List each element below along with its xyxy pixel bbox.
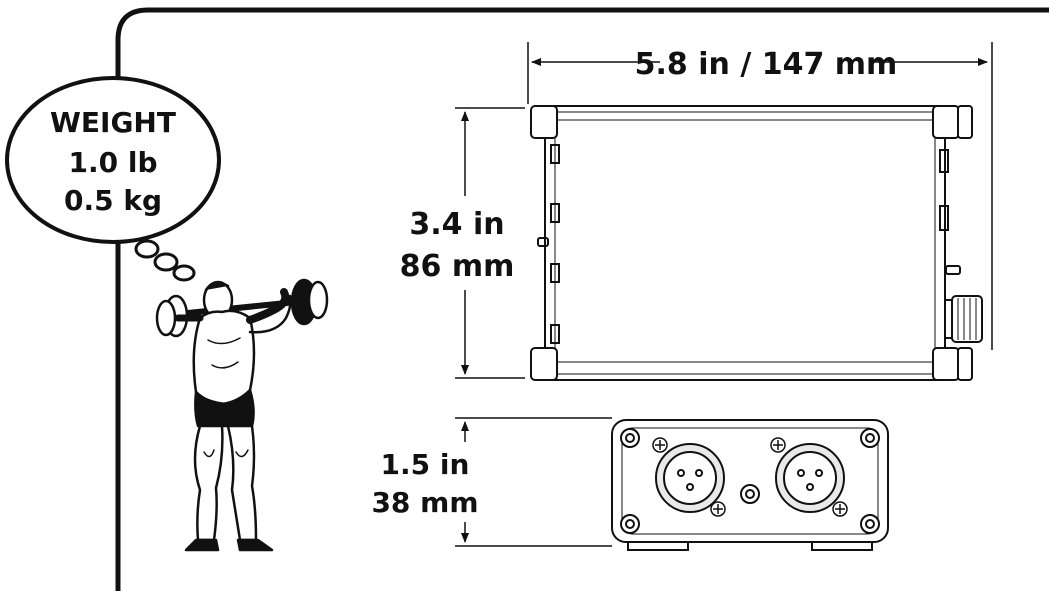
xlr-connector-icon: [775, 443, 845, 513]
depth-dimension: 1.5 in 38 mm: [371, 417, 612, 547]
xlr-connector-icon: [655, 443, 725, 513]
height-label-mm: 86 mm: [400, 249, 515, 284]
width-label: 5.8 in / 147 mm: [635, 47, 898, 82]
height-dimension: 3.4 in 86 mm: [400, 107, 525, 379]
height-label-in: 3.4 in: [409, 207, 504, 242]
weight-imperial: 1.0 lb: [69, 146, 158, 179]
depth-label-mm: 38 mm: [371, 486, 478, 519]
weightlifter-figure-icon: [155, 278, 329, 552]
panel-frame: [115, 7, 1049, 591]
screw-icon: [620, 428, 880, 534]
width-dimension: 5.8 in / 147 mm: [527, 42, 993, 350]
weight-metric: 0.5 kg: [64, 184, 162, 217]
weight-title: WEIGHT: [50, 106, 176, 139]
device-top-view: [530, 105, 983, 381]
thought-bubble-icon: WEIGHT 1.0 lb 0.5 kg: [5, 76, 221, 282]
device-front-view: [611, 419, 889, 551]
depth-label-in: 1.5 in: [381, 448, 470, 481]
